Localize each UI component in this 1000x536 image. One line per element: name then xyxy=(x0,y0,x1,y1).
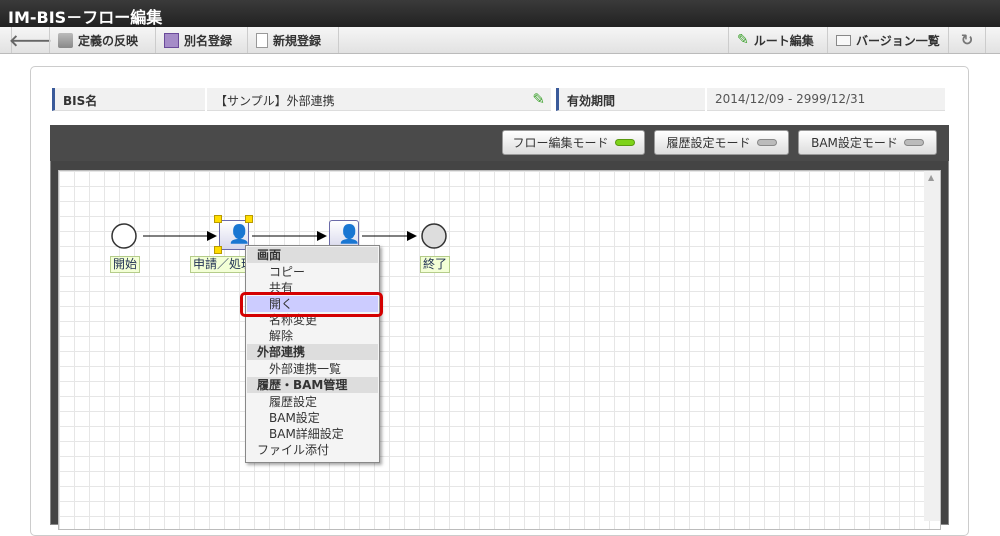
database-sync-icon xyxy=(58,32,73,48)
route-edit-button[interactable]: ✎ ルート編集 xyxy=(728,27,827,53)
menu-item-share[interactable]: 共有 xyxy=(269,281,294,295)
menu-item-bam-detail[interactable]: BAM詳細設定 xyxy=(269,427,344,441)
refresh-icon: ↻ xyxy=(960,31,974,49)
save-edit-icon xyxy=(164,32,179,48)
start-label: 開始 xyxy=(110,256,141,273)
menu-item-copy[interactable]: コピー xyxy=(269,265,306,279)
vertical-scrollbar[interactable]: ▲ xyxy=(924,171,940,521)
new-document-icon xyxy=(256,32,268,48)
mode-label: 履歴設定モード xyxy=(666,136,751,150)
menu-item-attach-file[interactable]: ファイル添付 xyxy=(257,443,330,457)
route-edit-label: ルート編集 xyxy=(753,33,814,48)
menu-header-screen: 画面 xyxy=(247,247,378,263)
period-label: 有効期間 xyxy=(556,88,705,111)
new-label: 新規登録 xyxy=(273,33,322,48)
menu-header-external: 外部連携 xyxy=(247,344,378,360)
alias-register-button[interactable]: 別名登録 xyxy=(155,27,247,53)
flow-edges xyxy=(111,223,447,249)
flow-edit-mode-button[interactable]: フロー編集モード xyxy=(502,130,645,155)
user-icon: 👤 xyxy=(338,224,361,245)
reflect-definition-button[interactable]: 定義の反映 xyxy=(49,27,153,53)
menu-header-history-bam: 履歴・BAM管理 xyxy=(247,377,378,393)
end-node[interactable] xyxy=(421,223,447,249)
back-button[interactable]: 🡐 xyxy=(9,27,52,53)
menu-item-release[interactable]: 解除 xyxy=(269,329,294,343)
scroll-up-icon[interactable]: ▲ xyxy=(928,173,935,182)
task1-label: 申請／処理 xyxy=(190,256,250,273)
selection-handle[interactable] xyxy=(214,215,222,223)
version-list-button[interactable]: バージョン一覧 xyxy=(827,27,948,53)
new-register-button[interactable]: 新規登録 xyxy=(247,27,339,53)
bis-name-text: 【サンプル】外部連携 xyxy=(215,94,335,108)
period-value: 2014/12/09 - 2999/12/31 xyxy=(707,88,945,111)
toolbar: 🡐 定義の反映 別名登録 新規登録 ✎ ルート編集 バージョン一覧 ↻ xyxy=(0,27,1000,54)
menu-item-history-settings[interactable]: 履歴設定 xyxy=(269,395,318,409)
versions-label: バージョン一覧 xyxy=(856,33,940,48)
menu-item-external-list[interactable]: 外部連携一覧 xyxy=(269,362,342,376)
user-icon: 👤 xyxy=(228,224,251,245)
flow-canvas[interactable] xyxy=(58,170,941,530)
bam-mode-button[interactable]: BAM設定モード xyxy=(798,130,937,155)
history-mode-button[interactable]: 履歴設定モード xyxy=(654,130,789,155)
start-node[interactable] xyxy=(111,223,137,249)
menu-item-bam-settings[interactable]: BAM設定 xyxy=(269,411,320,425)
selection-handle[interactable] xyxy=(214,246,222,254)
bis-name-value: 【サンプル】外部連携 ✎ xyxy=(207,88,551,111)
reflect-label: 定義の反映 xyxy=(78,33,139,48)
list-icon xyxy=(836,34,851,46)
mode-indicator-off xyxy=(903,139,924,146)
mode-indicator-off xyxy=(756,139,777,146)
window-title: IM-BIS－フロー編集 xyxy=(0,0,1000,27)
mode-indicator-on xyxy=(614,139,635,146)
highlight-box xyxy=(240,292,383,317)
context-menu: 画面 コピー 共有 開く 名称変更 解除 外部連携 外部連携一覧 履歴・BAM管… xyxy=(245,245,380,463)
pencil-icon: ✎ xyxy=(737,32,749,48)
back-arrow-icon: 🡐 xyxy=(9,31,52,50)
mode-label: BAM設定モード xyxy=(811,136,898,150)
alias-label: 別名登録 xyxy=(184,33,233,48)
selection-handle[interactable] xyxy=(245,215,253,223)
bis-name-label: BIS名 xyxy=(52,88,205,111)
task-node-1[interactable]: 👤 xyxy=(219,220,251,250)
end-label: 終了 xyxy=(420,256,451,273)
edit-pencil-icon[interactable]: ✎ xyxy=(532,90,545,108)
mode-label: フロー編集モード xyxy=(512,136,609,150)
refresh-button[interactable]: ↻ xyxy=(948,27,986,53)
menu-item-open[interactable]: 開く xyxy=(247,296,378,312)
